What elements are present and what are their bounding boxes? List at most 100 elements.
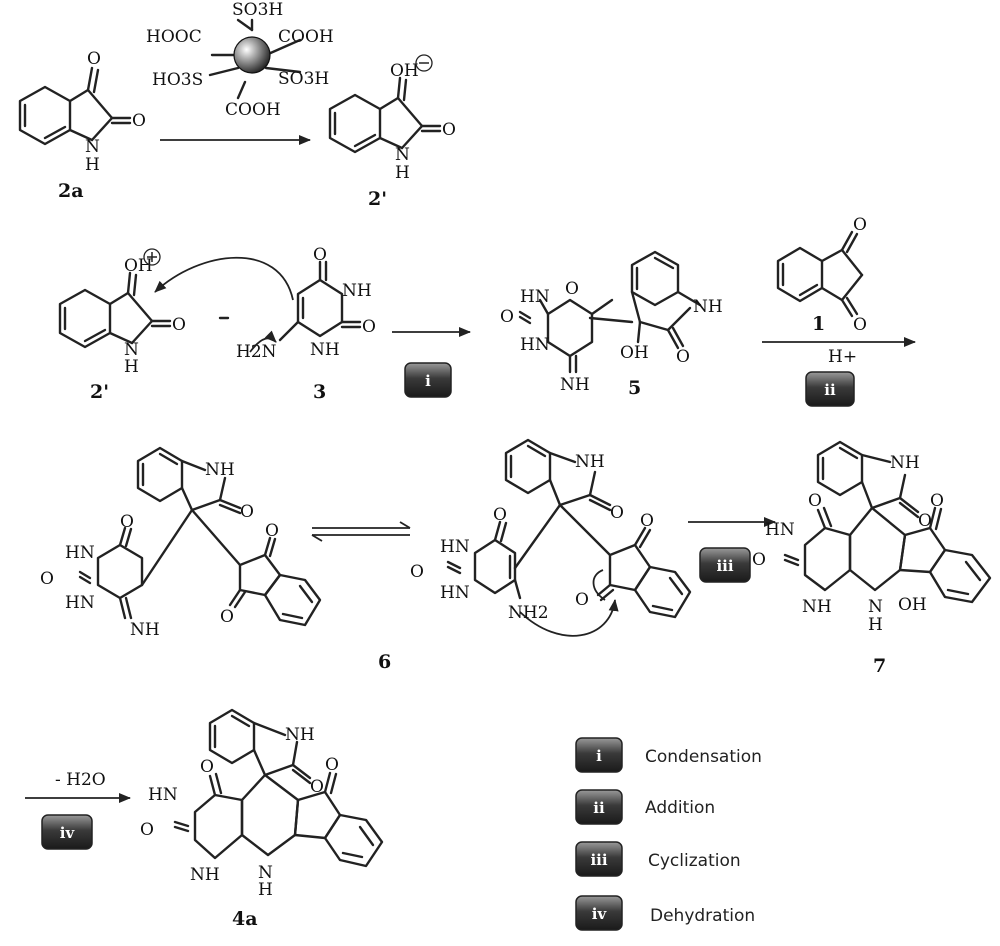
atom-o: O <box>493 505 507 525</box>
atom-nh: NH <box>560 375 590 395</box>
atom-nh: NH <box>130 620 160 640</box>
structure-3: O NH O NH H2N 3 <box>236 245 376 403</box>
legend-label: Dehydration <box>650 906 755 926</box>
structure-2-prime-cation: OH O N H 2' <box>58 248 186 403</box>
atom-h: H <box>395 163 410 183</box>
atom-o: O <box>752 550 766 570</box>
atom-o: O <box>200 757 214 777</box>
water-loss: - H2O <box>55 770 106 790</box>
legend-label: Addition <box>645 798 715 818</box>
atom-o: O <box>325 755 339 775</box>
atom-o: O <box>120 512 134 532</box>
atom-hn: HN <box>520 287 550 307</box>
legend-label: Condensation <box>645 747 762 767</box>
atom-o: O <box>220 607 234 627</box>
compound-label-6: 6 <box>378 651 391 673</box>
atom-oh: OH <box>620 343 649 363</box>
structure-4a: NH O O HN O NH N H O 4a <box>140 708 384 930</box>
svg-text:iv: iv <box>60 824 76 842</box>
svg-text:i: i <box>425 372 431 390</box>
atom-o: O <box>610 503 624 523</box>
atom-h: H <box>868 615 883 635</box>
atom-nh: NH <box>190 865 220 885</box>
atom-o: O <box>310 777 324 797</box>
atom-h: H <box>124 357 139 377</box>
atom-o: O <box>265 521 279 541</box>
atom-hn: HN <box>440 583 470 603</box>
step-badge-iii-arrow: iii <box>699 547 751 583</box>
atom-nh: NH <box>310 340 340 360</box>
structure-7: NH O O HN O NH N H OH O 7 <box>752 440 992 677</box>
structure-2a: O O N H 2a <box>18 49 146 202</box>
atom-o: O <box>140 820 154 840</box>
atom-oh: OH <box>898 595 927 615</box>
atom-o: O <box>575 590 589 610</box>
compound-label-2-prime: 2' <box>368 188 387 210</box>
structure-enamine-tautomer: NH O O HN O HN NH2 O O <box>410 438 692 637</box>
atom-o: O <box>362 317 376 337</box>
compound-label-2-prime-row2: 2' <box>90 381 109 403</box>
svg-text:iii: iii <box>716 557 733 575</box>
atom-oh: OH <box>124 256 153 276</box>
legend-label: Cyclization <box>648 851 741 871</box>
compound-label-2a: 2a <box>58 180 84 202</box>
atom-nh: NH <box>802 597 832 617</box>
compound-label-1: 1 <box>812 313 825 335</box>
atom-n: N <box>258 863 273 883</box>
atom-o: O <box>676 347 690 367</box>
atom-o: O <box>500 307 514 327</box>
structure-5: O HN O HN NH OH NH O 5 <box>500 250 723 399</box>
electron-push-arrow-2 <box>249 330 277 353</box>
step-badge-iv-arrow: iv <box>41 814 93 850</box>
atom-hn: HN <box>765 520 795 540</box>
svg-text:iv: iv <box>592 905 608 923</box>
atom-o: O <box>410 562 424 582</box>
compound-label-3: 3 <box>313 381 326 403</box>
atom-o: O <box>313 245 327 265</box>
catalyst-nanoparticle: HOOC SO3H COOH HO3S SO3H COOH <box>146 0 334 120</box>
catalyst-group-3: COOH <box>278 27 334 47</box>
atom-hn: HN <box>65 593 95 613</box>
atom-n: N <box>85 137 100 157</box>
atom-o: O <box>808 491 822 511</box>
atom-nh: NH <box>285 725 315 745</box>
atom-o: O <box>240 502 254 522</box>
legend-item-addition: ii Addition <box>575 789 715 825</box>
atom-o: O <box>442 120 456 140</box>
atom-nh: NH <box>890 453 920 473</box>
atom-nh: NH <box>575 452 605 472</box>
cyclization-arrow <box>519 599 619 637</box>
atom-h: H <box>258 880 273 900</box>
structure-1: O O 1 <box>776 215 867 335</box>
positive-charge-icon <box>143 248 161 266</box>
structure-6: NH O O HN O HN NH O O 6 <box>40 446 391 673</box>
step-badge-i-arrow: i <box>404 362 452 398</box>
structure-2-prime: OH O N H 2' <box>328 54 456 210</box>
legend-item-cyclization: iii Cyclization <box>575 841 741 877</box>
catalyst-group-2: SO3H <box>232 0 283 20</box>
compound-label-5: 5 <box>628 377 641 399</box>
atom-n: N <box>124 340 139 360</box>
equilibrium-arrow <box>311 521 411 542</box>
svg-text:ii: ii <box>593 799 605 817</box>
atom-nh: NH <box>205 460 235 480</box>
svg-text:ii: ii <box>824 381 836 399</box>
atom-h: H <box>85 155 100 175</box>
legend-item-condensation: i Condensation <box>575 737 762 773</box>
catalyst-group-4: HO3S <box>152 70 203 90</box>
catalyst-group-1: HOOC <box>146 27 202 47</box>
compound-label-4a: 4a <box>232 908 258 930</box>
compound-label-7: 7 <box>873 655 886 677</box>
electron-push-arrow <box>154 256 294 301</box>
atom-o: O <box>853 315 867 335</box>
acid-catalyst: H+ <box>828 347 857 367</box>
atom-n: N <box>868 597 883 617</box>
atom-nh2: NH2 <box>508 603 549 623</box>
catalyst-group-5: SO3H <box>278 69 329 89</box>
atom-o: O <box>172 315 186 335</box>
atom-nh: NH <box>693 297 723 317</box>
atom-oh: OH <box>390 61 419 81</box>
atom-n: N <box>395 145 410 165</box>
atom-o: O <box>132 111 146 131</box>
nanoparticle-ball <box>233 36 271 74</box>
